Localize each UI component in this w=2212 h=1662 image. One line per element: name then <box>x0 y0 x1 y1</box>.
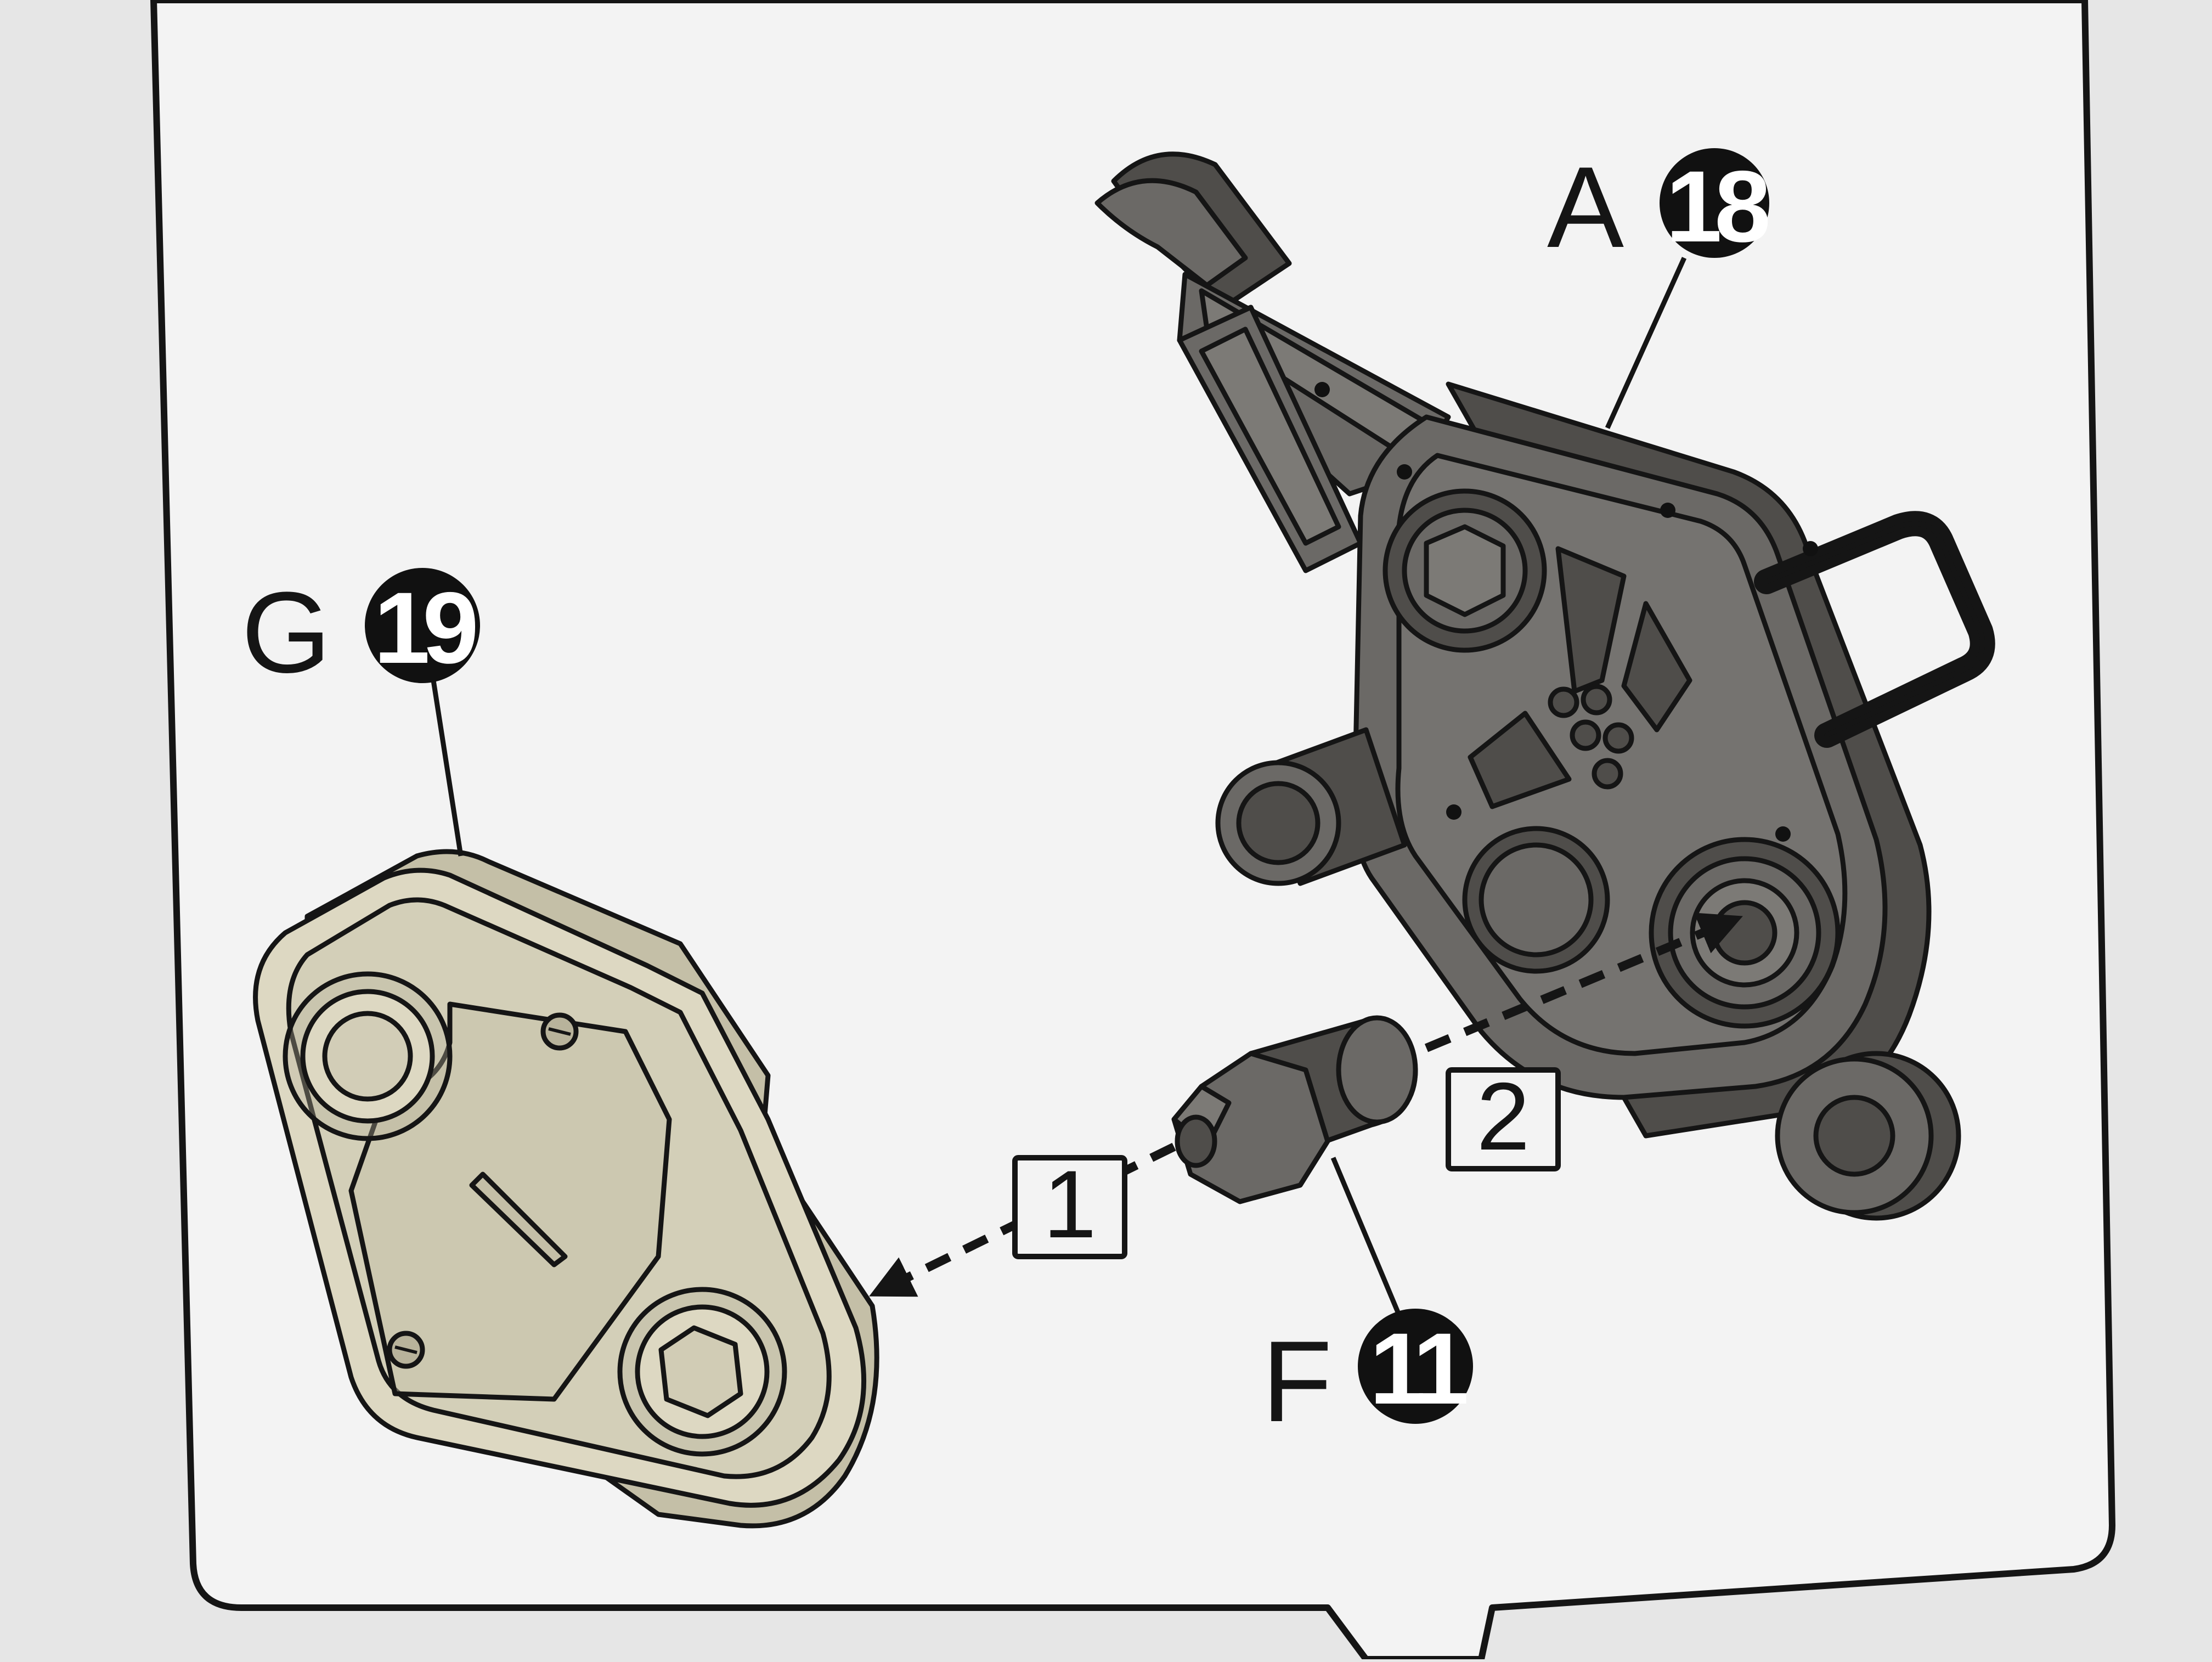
step-box-frame <box>1012 1155 1127 1259</box>
part-g19-plate <box>253 849 879 1529</box>
callout-letter: A <box>1547 143 1624 272</box>
leader-f11 <box>1330 1157 1407 1329</box>
callout-a18: A 18 <box>1547 143 1776 272</box>
callout-g19: G 19 <box>241 568 483 697</box>
callout-badge <box>1660 148 1769 258</box>
step1-box: 1 <box>1012 1151 1127 1259</box>
callout-badge <box>1358 1309 1473 1424</box>
part-f11-hex-pin <box>1171 1015 1418 1204</box>
part-a18-frame <box>1094 151 1995 1221</box>
step2-arrow <box>1424 912 1743 1052</box>
callout-letter: G <box>241 568 331 697</box>
callout-letter: F <box>1262 1317 1332 1446</box>
leader-a18 <box>1605 257 1687 429</box>
callout-number: 11 <box>1369 1312 1466 1426</box>
step-box-frame <box>1446 1067 1561 1171</box>
step-number: 2 <box>1476 1063 1530 1170</box>
callout-number: 18 <box>1666 150 1768 263</box>
callout-f11: F 11 <box>1262 1309 1474 1446</box>
leader-g19 <box>431 680 464 857</box>
callout-badge <box>365 568 480 683</box>
step-number: 1 <box>1043 1151 1096 1258</box>
step2-box: 2 <box>1446 1063 1561 1171</box>
callout-number: 19 <box>374 572 476 685</box>
